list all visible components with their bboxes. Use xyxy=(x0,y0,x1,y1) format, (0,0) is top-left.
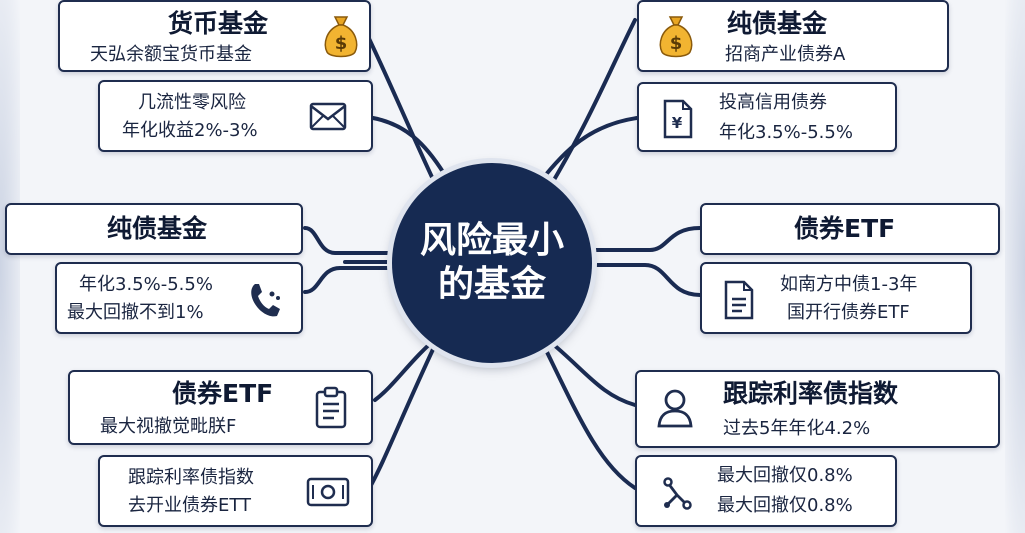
node-subtitle: 天弘余额宝货币基金 xyxy=(90,44,252,65)
node-title: 纯债基金 xyxy=(107,214,208,243)
connector-bl-1 xyxy=(373,333,442,402)
node-title: 货币基金 xyxy=(168,9,269,38)
node-bond-etf-right-detail: 如南方中债1-3年 国开行债券ETF xyxy=(700,262,972,334)
connector-mr-2 xyxy=(590,263,702,297)
connector-tr-2 xyxy=(538,116,639,184)
node-subtitle: 最大视撤觉毗朕F xyxy=(100,416,237,437)
node-rate-bond-index: 跟踪利率债指数 过去5年年化4.2% xyxy=(635,370,1000,448)
right-edge-shade xyxy=(1005,0,1025,533)
connector-br-2 xyxy=(543,346,637,490)
detail-line-2: 去开业债券ETT xyxy=(128,495,252,516)
detail-line-2: 年化3.5%-5.5% xyxy=(719,122,853,143)
detail-line-2: 最大回撤不到1% xyxy=(67,302,204,323)
phone-icon xyxy=(251,284,280,317)
connector-mr-1 xyxy=(590,226,702,252)
node-title: 债券ETF xyxy=(172,379,274,408)
detail-line-1: 最大回撤仅0.8% xyxy=(717,465,853,486)
connector-br-1 xyxy=(546,338,637,407)
document-icon xyxy=(724,280,754,320)
connector-ml-1 xyxy=(303,226,394,255)
node-pure-bond-right-detail: ¥ 投高信用债券 年化3.5%-5.5% xyxy=(637,82,897,152)
node-subtitle: 招商产业债券A xyxy=(725,44,846,65)
node-pure-bond-left-detail: 年化3.5%-5.5% 最大回撤不到1% xyxy=(55,262,303,334)
node-money-fund-detail: 几流性零风险 年化收益2%-3% xyxy=(98,80,373,152)
connector-bl-2 xyxy=(368,343,437,489)
clipboard-icon xyxy=(315,386,347,429)
connector-tl-2 xyxy=(371,116,450,182)
svg-text:¥: ¥ xyxy=(672,114,683,132)
link-nodes-icon xyxy=(663,477,692,510)
detail-line-1: 投高信用债券 xyxy=(719,92,827,113)
node-title: 跟踪利率债指数 xyxy=(723,379,899,408)
yen-document-icon: ¥ xyxy=(663,99,693,139)
node-title: 纯债基金 xyxy=(727,9,828,38)
detail-line-1: 年化3.5%-5.5% xyxy=(79,274,213,295)
node-rate-bond-index-detail: 最大回撤仅0.8% 最大回撤仅0.8% xyxy=(635,455,897,527)
hub-title-line-1: 风险最小 xyxy=(419,220,564,261)
node-bond-etf-left: 债券ETF 最大视撤觉毗朕F xyxy=(68,370,373,445)
connector-tr-1 xyxy=(546,18,637,192)
node-subtitle: 过去5年年化4.2% xyxy=(723,418,871,439)
hub-title-line-2: 的基金 xyxy=(437,264,546,305)
node-pure-bond-right: $ 纯债基金 招商产业债券A xyxy=(637,0,949,72)
envelope-icon xyxy=(309,102,347,131)
detail-line-1: 跟踪利率债指数 xyxy=(128,467,254,488)
detail-line-2: 年化收益2%-3% xyxy=(122,120,258,141)
node-money-fund: 货币基金 天弘余额宝货币基金 $ xyxy=(58,0,371,72)
money-bag-icon: $ xyxy=(659,16,693,58)
node-title: 债券ETF xyxy=(794,214,896,243)
detail-line-1: 几流性零风险 xyxy=(138,92,246,113)
detail-line-2: 国开行债券ETF xyxy=(787,302,910,323)
detail-line-1: 如南方中债1-3年 xyxy=(780,274,918,295)
node-bond-etf-right: 债券ETF xyxy=(700,203,1000,255)
detail-line-2: 最大回撤仅0.8% xyxy=(717,495,853,516)
left-edge-shade xyxy=(0,0,20,533)
central-hub: 风险最小 的基金 xyxy=(392,163,592,363)
node-bond-etf-left-detail: 跟踪利率债指数 去开业债券ETT xyxy=(98,455,373,527)
svg-text:$: $ xyxy=(335,33,348,54)
user-icon xyxy=(657,389,693,428)
money-bag-icon: $ xyxy=(324,16,358,58)
connector-ml-2 xyxy=(303,266,394,294)
node-pure-bond-left: 纯债基金 xyxy=(5,203,303,255)
svg-text:$: $ xyxy=(670,33,683,54)
card-icon xyxy=(306,477,350,507)
